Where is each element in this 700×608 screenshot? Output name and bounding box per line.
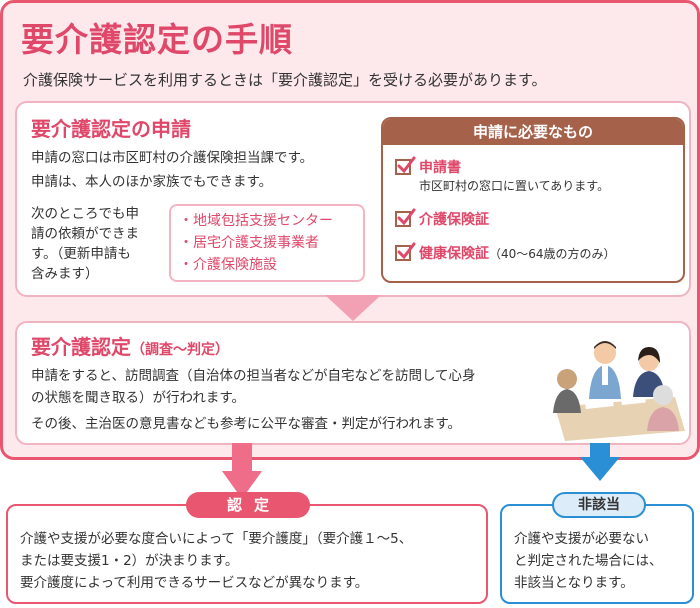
certification-subtitle: （調査～判定）: [131, 342, 229, 358]
also-text-line: 次のところでも申: [31, 206, 139, 222]
application-card: 要介護認定の申請 申請の窓口は市区町村の介護保険担当課です。 申請は、本人のほか…: [15, 101, 691, 297]
checkbox-checked-icon: [395, 208, 416, 227]
requirement-note: （40～64歳の方のみ）: [489, 247, 616, 261]
not-applicable-text-line: 介護や支援が必要ない: [514, 531, 649, 547]
application-window-text: 申請の窓口は市区町村の介護保険担当課です。: [31, 150, 314, 166]
approved-box: 認定 介護や支援が必要な度合いによって「要介護度」（要介護１～5、 または要支援…: [6, 492, 488, 604]
page-title: 要介護認定の手順: [21, 20, 293, 59]
arrow-to-approved-icon: [222, 443, 262, 499]
not-applicable-text-line: と判定された場合には、: [514, 553, 663, 569]
requirement-item: 介護保険証: [395, 208, 489, 229]
requirement-label: 介護保険証: [419, 212, 489, 228]
approved-text-line: 要介護度によって利用できるサービスなどが異なります。: [20, 575, 369, 591]
certification-title: 要介護認定: [31, 335, 131, 359]
requirement-item: 申請書 市区町村の窓口に置いてあります。: [395, 156, 610, 194]
down-arrow-icon: [325, 295, 381, 321]
checkbox-checked-icon: [395, 156, 416, 175]
places-list: ・地域包括支援センター ・居宅介護支援事業者 ・介護保険施設: [169, 204, 365, 282]
meeting-illustration: [553, 341, 685, 441]
place-item: ・介護保険施設: [179, 257, 277, 273]
place-item: ・地域包括支援センター: [179, 213, 333, 229]
certification-text-line: 申請をすると、訪問調査（自治体の担当者などが自宅などを訪問して心身: [31, 368, 476, 384]
procedure-panel: 要介護認定の手順 介護保険サービスを利用するときは「要介護認定」を受ける必要があ…: [0, 0, 700, 460]
also-text-line: 含みます）: [31, 266, 99, 282]
also-text-line: す。（更新申請も: [31, 246, 131, 262]
certification-text-line: の状態を聞き取る）が行われます。: [31, 390, 245, 406]
place-item: ・居宅介護支援事業者: [179, 235, 319, 251]
not-applicable-text-line: 非該当となります。: [514, 575, 634, 591]
intro-text: 介護保険サービスを利用するときは「要介護認定」を受ける必要があります。: [23, 71, 547, 89]
application-title: 要介護認定の申請: [31, 117, 191, 141]
requirements-header: 申請に必要なもの: [383, 119, 683, 145]
requirements-box: 申請に必要なもの 申請書 市区町村の窓口に置いてあります。 介護保険証: [381, 117, 685, 283]
application-family-text: 申請は、本人のほか家族でもできます。: [31, 174, 273, 190]
also-text-line: 請の依頼ができま: [31, 226, 139, 242]
approved-text-line: または要支援1・2）が決まります。: [20, 553, 239, 569]
requirement-label: 健康保険証: [419, 246, 489, 262]
certification-card: 要介護認定（調査～判定） 申請をすると、訪問調査（自治体の担当者などが自宅などを…: [15, 321, 691, 445]
not-applicable-box: 非該当 介護や支援が必要ない と判定された場合には、 非該当となります。: [500, 492, 694, 604]
requirement-label: 申請書: [419, 160, 461, 176]
certification-heading: 要介護認定（調査～判定）: [31, 331, 229, 360]
arrow-to-not-applicable-icon: [580, 443, 620, 481]
checkbox-checked-icon: [395, 242, 416, 261]
approved-text-line: 介護や支援が必要な度合いによって「要介護度」（要介護１～5、: [20, 531, 413, 547]
certification-text-line: その後、主治医の意見書なども参考に公平な審査・判定が行われます。: [31, 416, 461, 432]
approved-badge: 認定: [186, 492, 310, 518]
not-applicable-badge: 非該当: [552, 492, 646, 518]
requirement-item: 健康保険証（40～64歳の方のみ）: [395, 242, 616, 263]
requirement-note: 市区町村の窓口に置いてあります。: [419, 179, 610, 193]
